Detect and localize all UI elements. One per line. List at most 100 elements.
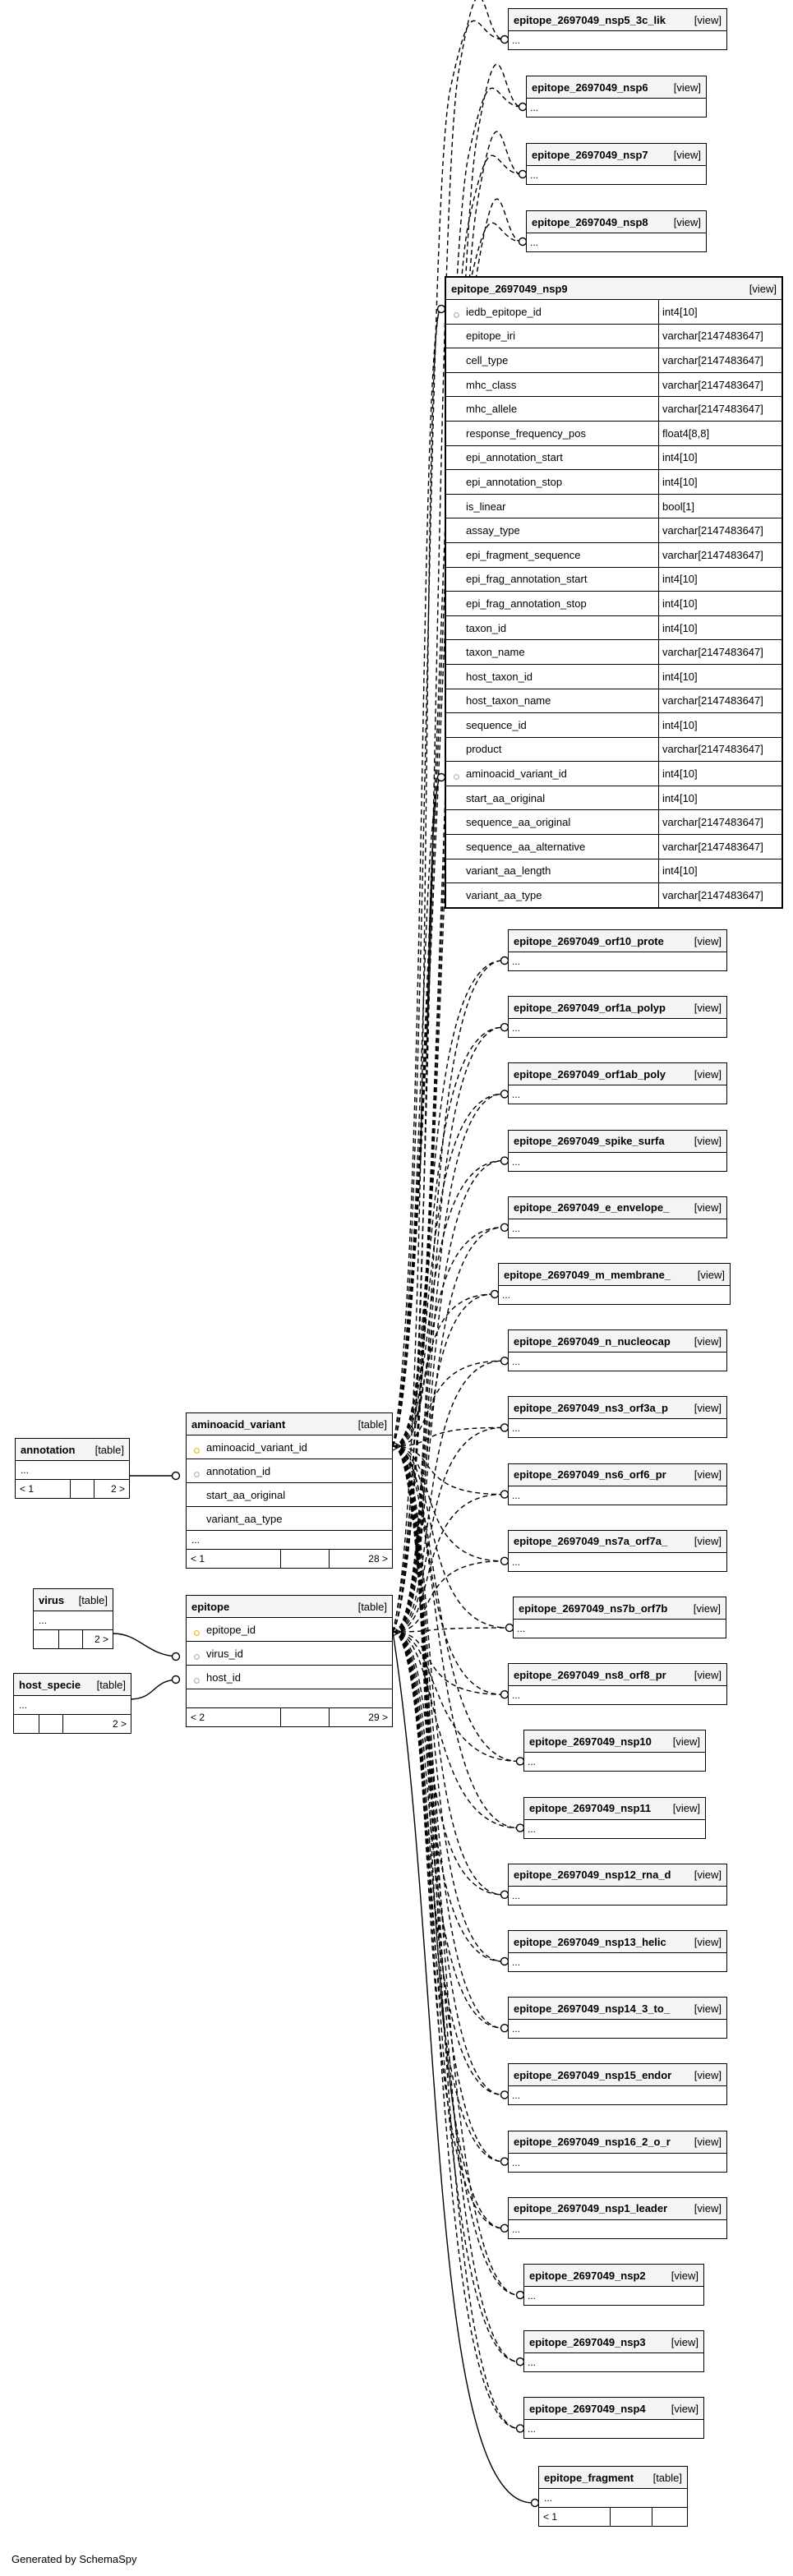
view-tag: [view]: [694, 1135, 722, 1148]
bottom-8-view[interactable]: epitope_2697049_ns6_orf6_pr[view]...: [508, 1463, 727, 1505]
column-name: ⚲aminoacid_variant_id: [446, 767, 658, 780]
relationship-line: [392, 776, 440, 1447]
view-ellipsis: ...: [512, 2090, 521, 2102]
view-header: epitope_2697049_nsp8[view]: [527, 211, 706, 233]
view-header: epitope_2697049_nsp2[view]: [524, 2265, 703, 2287]
nsp9-view[interactable]: epitope_2697049_nsp9[view]⚲iedb_epitope_…: [445, 276, 783, 909]
bottom-22-view[interactable]: epitope_2697049_nsp4[view]...: [523, 2397, 704, 2440]
bottom-9-view[interactable]: epitope_2697049_ns7a_orf7a_[view]...: [508, 1529, 727, 1572]
column-name-text: epi_annotation_start: [466, 451, 563, 464]
bottom-5-view[interactable]: epitope_2697049_m_membrane_[view]...: [498, 1263, 731, 1305]
column-type: int4[10]: [658, 713, 698, 737]
view-name: epitope_2697049_nsp6: [532, 81, 648, 94]
bottom-19-view[interactable]: epitope_2697049_nsp1_leader[view]...: [508, 2196, 727, 2239]
view-header: epitope_2697049_nsp14_3_to_[view]: [509, 1998, 726, 2021]
relationship-line: [392, 776, 440, 1633]
virus-table[interactable]: virus[table]...2 >: [33, 1588, 113, 1649]
nsp9-column-row: taxon_name varchar[2147483647]: [446, 640, 781, 665]
bottom-6-view[interactable]: epitope_2697049_n_nucleocap[view]...: [508, 1329, 727, 1372]
column-name-text: epi_annotation_stop: [466, 475, 563, 488]
relationship-line: [392, 1631, 504, 2163]
view-header: epitope_2697049_nsp5_3c_lik[view]: [509, 9, 726, 31]
bottom-18-view[interactable]: epitope_2697049_nsp16_2_o_r[view]...: [508, 2130, 727, 2173]
view-tag: [view]: [697, 1268, 725, 1281]
column-name: mhc_allele: [446, 403, 658, 415]
column-name-text: taxon_name: [466, 646, 525, 659]
footer-right: 2 >: [94, 1634, 108, 1645]
bottom-0-view[interactable]: epitope_2697049_orf10_prote[view]...: [508, 929, 727, 971]
view-ellipsis: ...: [512, 1889, 521, 1901]
host_specie-table[interactable]: host_specie[table]...2 >: [13, 1673, 131, 1734]
view-name: epitope_2697049_nsp7: [532, 148, 648, 161]
relationship-line: [392, 1360, 504, 1633]
column-name-text: virus_id: [206, 1647, 243, 1660]
relationship-line: [392, 1631, 504, 2229]
view-name: epitope_2697049_m_membrane_: [504, 1268, 671, 1281]
cardinality-circle: [171, 1675, 181, 1684]
table-footer: 2 >: [34, 1630, 113, 1648]
relationship-line: [392, 1093, 504, 1633]
bottom-4-view[interactable]: epitope_2697049_e_envelope_[view]...: [508, 1196, 727, 1238]
top-0-view[interactable]: epitope_2697049_nsp5_3c_lik[view]...: [508, 8, 727, 50]
bottom-3-view[interactable]: epitope_2697049_spike_surfa[view]...: [508, 1129, 727, 1172]
view-ellipsis: ...: [512, 1489, 521, 1501]
view-name: epitope_2697049_ns7b_orf7b: [519, 1601, 668, 1615]
view-tag: [view]: [694, 1869, 722, 1882]
view-tag: [view]: [694, 1535, 722, 1548]
bottom-15-view[interactable]: epitope_2697049_nsp13_helic[view]...: [508, 1930, 727, 1972]
top-1-view[interactable]: epitope_2697049_nsp6[view]...: [526, 76, 707, 118]
epitope-fragment-table[interactable]: epitope_fragment[table]...< 1: [538, 2466, 688, 2527]
aminoacid_variant-table[interactable]: aminoacid_variant[table]⚲aminoacid_varia…: [186, 1412, 393, 1569]
view-name: epitope_2697049_nsp10: [529, 1735, 652, 1748]
bottom-13-view[interactable]: epitope_2697049_nsp11[view]...: [523, 1796, 706, 1839]
relationship-line: [392, 1631, 519, 2362]
virus-tag: [table]: [78, 1593, 108, 1606]
footer-right: 2 >: [110, 1483, 125, 1495]
view-tag: [view]: [671, 2269, 698, 2282]
top-2-view[interactable]: epitope_2697049_nsp7[view]...: [526, 143, 707, 185]
column-type: varchar[2147483647]: [658, 640, 763, 664]
primary-key-icon: ⚲: [193, 1628, 201, 1636]
column-name: epitope_iri: [446, 329, 658, 342]
epitope-table[interactable]: epitope[table]⚲epitope_id⚲virus_id⚲host_…: [186, 1595, 393, 1727]
footer-mid: [39, 1715, 63, 1733]
column-name: variant_aa_length: [446, 864, 658, 877]
table-ellipsis: ...: [187, 1531, 392, 1550]
footer-mid: [59, 1630, 83, 1648]
column-name-text: start_aa_original: [206, 1488, 286, 1501]
bottom-20-view[interactable]: epitope_2697049_nsp2[view]...: [523, 2264, 704, 2306]
bottom-11-view[interactable]: epitope_2697049_ns8_orf8_pr[view]...: [508, 1663, 727, 1706]
view-header: epitope_2697049_nsp6[view]: [527, 76, 706, 99]
relationship-line: [129, 1679, 180, 1700]
view-tag: [view]: [694, 1668, 722, 1681]
view-name: epitope_2697049_nsp12_rna_d: [514, 1869, 671, 1882]
bottom-7-view[interactable]: epitope_2697049_ns3_orf3a_p[view]...: [508, 1396, 727, 1439]
view-header: epitope_2697049_orf1ab_poly[view]: [509, 1063, 726, 1086]
bottom-16-view[interactable]: epitope_2697049_nsp14_3_to_[view]...: [508, 1997, 727, 2039]
bottom-2-view[interactable]: epitope_2697049_orf1ab_poly[view]...: [508, 1062, 727, 1105]
bottom-12-view[interactable]: epitope_2697049_nsp10[view]...: [523, 1730, 706, 1772]
bottom-10-view[interactable]: epitope_2697049_ns7b_orf7b[view]...: [513, 1597, 726, 1638]
bottom-1-view[interactable]: epitope_2697049_orf1a_polyp[view]...: [508, 996, 727, 1039]
virus-name: virus: [39, 1593, 65, 1606]
column-name-text: assay_type: [466, 524, 520, 537]
bottom-21-view[interactable]: epitope_2697049_nsp3[view]...: [523, 2330, 704, 2373]
bottom-17-view[interactable]: epitope_2697049_nsp15_endor[view]...: [508, 2063, 727, 2106]
view-header: epitope_2697049_spike_surfa[view]: [509, 1130, 726, 1153]
top-3-view[interactable]: epitope_2697049_nsp8[view]...: [526, 210, 707, 252]
view-tag: [view]: [694, 2202, 722, 2215]
foreign-key-icon: ⚲: [193, 1469, 201, 1477]
foreign-key-icon: ⚲: [193, 1652, 201, 1660]
relationship-line: [392, 1445, 519, 2296]
bottom-14-view[interactable]: epitope_2697049_nsp12_rna_d [view]...: [508, 1863, 727, 1906]
column-name-text: iedb_epitope_id: [466, 305, 542, 318]
column-name-text: product: [466, 743, 502, 756]
